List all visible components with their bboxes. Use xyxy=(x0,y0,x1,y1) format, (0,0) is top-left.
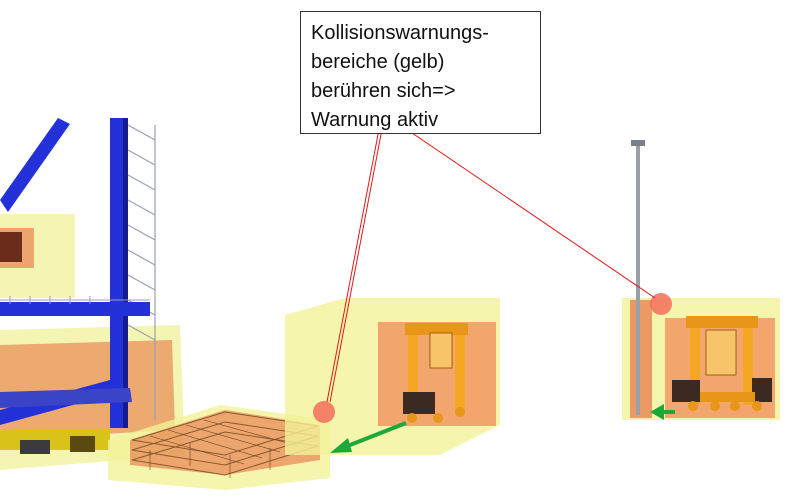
middle-carrier-engine xyxy=(403,392,435,414)
crane-boom xyxy=(0,118,70,212)
crane-girder xyxy=(0,302,150,316)
callout-line-3: berühren sich=> xyxy=(311,80,456,102)
callout-line-1: Kollisionswarnungs- xyxy=(311,22,489,44)
carrier-right xyxy=(622,140,780,420)
warning-callout: Kollisionswarnungs- bereiche (gelb) berü… xyxy=(300,11,541,134)
right-carrier-top xyxy=(686,316,758,328)
carrier-middle xyxy=(285,298,500,455)
middle-carrier-frame-right xyxy=(455,328,465,413)
crane-cabin xyxy=(0,232,22,262)
right-carrier-cab xyxy=(705,329,737,376)
callout-line-4: Warnung aktiv xyxy=(311,109,439,131)
collision-point-right xyxy=(650,293,672,315)
direction-arrow-middle xyxy=(330,421,407,453)
leader-line-stack xyxy=(329,123,384,403)
leader-line-right xyxy=(389,117,656,299)
collision-point-middle xyxy=(313,401,335,423)
container-stack xyxy=(108,405,330,490)
light-mast xyxy=(636,145,640,415)
callout-line-2: bereiche (gelb) xyxy=(311,51,445,73)
right-mast-zone xyxy=(630,300,652,418)
middle-carrier-top xyxy=(405,323,468,335)
crane-railing xyxy=(0,296,150,304)
leader-line-middle xyxy=(326,123,381,403)
right-carrier-engine-left xyxy=(672,380,700,402)
crane-structure xyxy=(0,118,185,470)
right-carrier-engine-right xyxy=(752,378,772,402)
right-carrier-frame-left xyxy=(690,320,700,405)
crane-stairs xyxy=(127,124,156,420)
middle-carrier-frame-left xyxy=(408,328,418,413)
middle-carrier-cab xyxy=(429,332,453,369)
crane-tower-shade xyxy=(123,118,128,428)
right-carrier-frame-right xyxy=(743,320,753,405)
direction-arrow-right xyxy=(650,404,675,420)
crane-lower-beam xyxy=(0,388,132,408)
